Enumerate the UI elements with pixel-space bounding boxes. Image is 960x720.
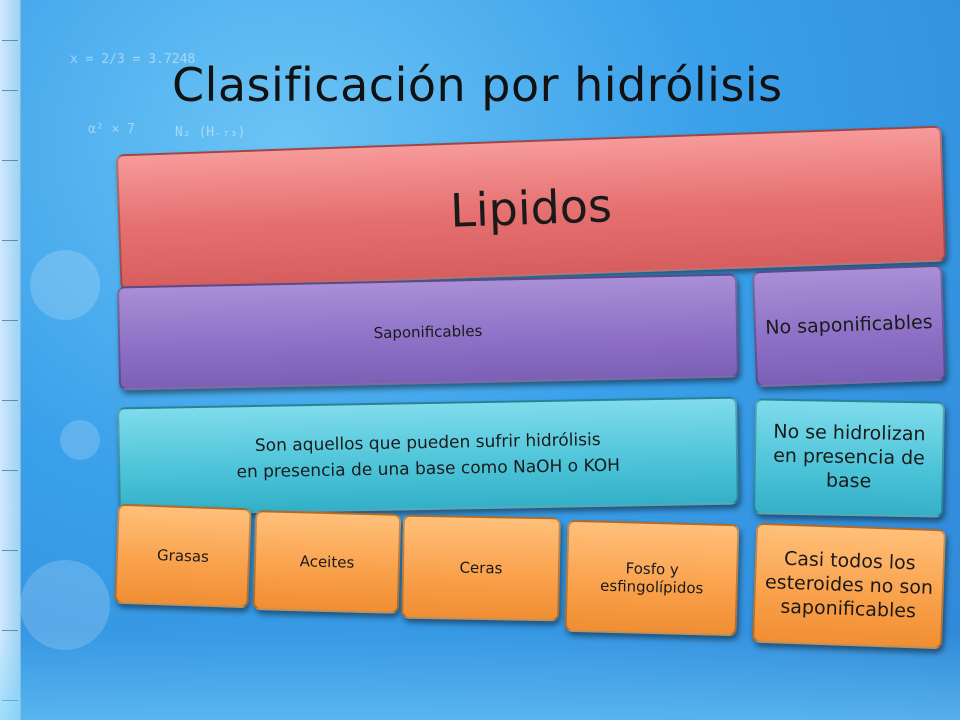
node-no-saponificables-label: No saponificables [764, 311, 934, 340]
slide-title: Clasificación por hidrólisis [172, 58, 783, 112]
example-fosfo-esfingolipidos: Fosfo y esfingolípidos [564, 519, 740, 637]
node-saponificables-label: Saponificables [373, 321, 483, 343]
left-ruler-decoration [0, 0, 21, 720]
node-no-saponificables: No saponificables [752, 264, 946, 388]
node-lipidos: Lipidos [115, 125, 947, 291]
node-lipidos-label: Lipidos [449, 178, 613, 238]
background-formula: N₂ (H₋₇₃) [175, 125, 246, 140]
background-formula: x = 2/3 = 3.7248 [70, 52, 196, 67]
example-label: Aceites [299, 552, 355, 572]
node-saponificables: Saponificables [116, 273, 740, 391]
background-bubble [30, 250, 100, 320]
background-bubble [60, 420, 100, 460]
example-label: Ceras [459, 558, 503, 578]
example-ceras: Ceras [401, 514, 561, 622]
example-esteroides-label: Casi todos los esteroides no son saponif… [764, 548, 934, 623]
no-saponificables-description-label: No se hidrolizan en presencia de base [772, 421, 926, 493]
background-formula: α² × 7 [88, 122, 135, 137]
example-label: Fosfo y esfingolípidos [599, 559, 704, 598]
example-grasas: Grasas [114, 503, 252, 609]
node-saponificables-description: Son aquellos que pueden sufrir hidrólisi… [117, 396, 739, 516]
description-line-2: en presencia de una base como NaOH o KOH [236, 455, 621, 483]
example-esteroides: Casi todos los esteroides no son saponif… [751, 522, 947, 650]
description-line-1: Son aquellos que pueden sufrir hidrólisi… [254, 429, 601, 457]
example-label: Grasas [156, 546, 210, 566]
background-glow [0, 630, 960, 720]
example-aceites: Aceites [252, 510, 402, 614]
node-no-saponificables-description: No se hidrolizan en presencia de base [753, 398, 945, 518]
